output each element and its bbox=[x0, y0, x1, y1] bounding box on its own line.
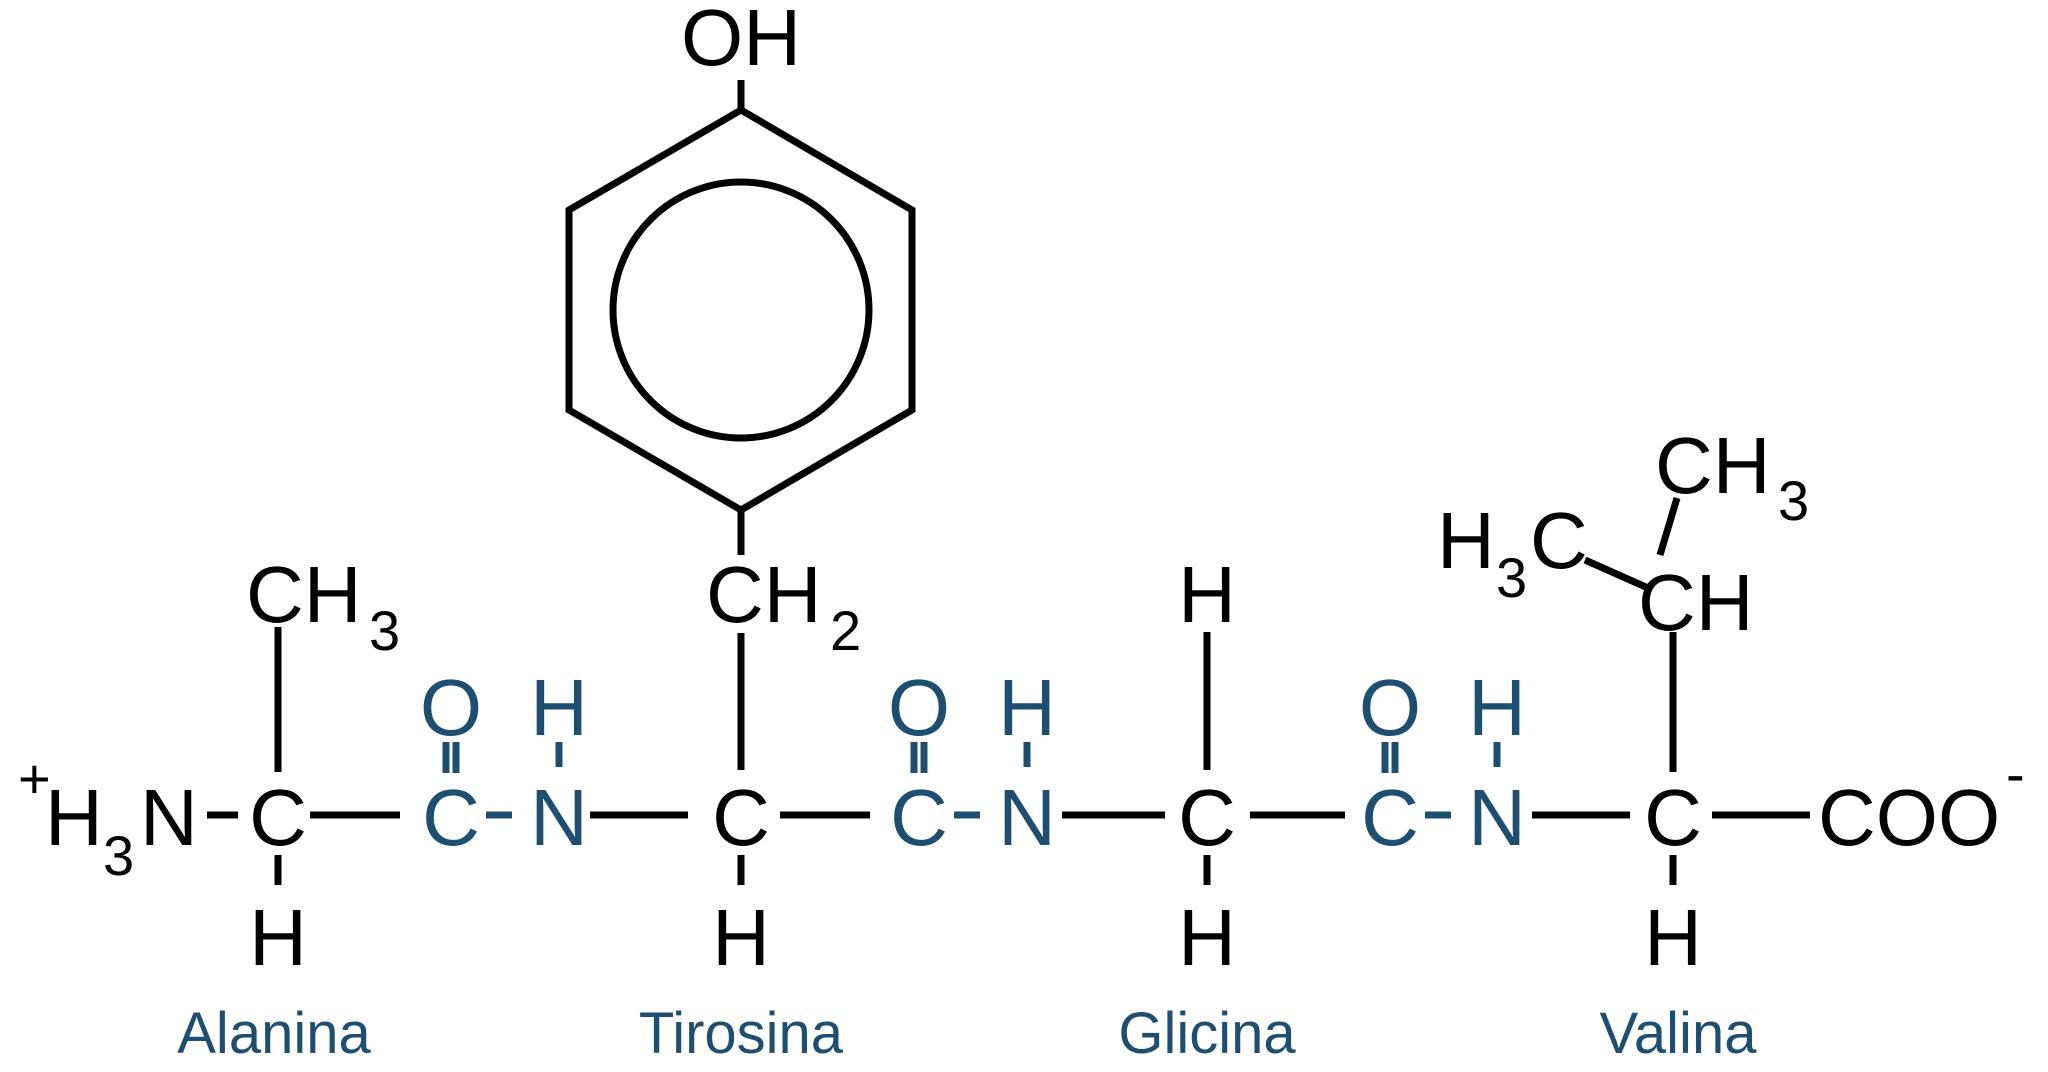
tyr-ch2-ch: CH bbox=[706, 550, 822, 639]
benzene-ring-hexagon bbox=[565, 105, 916, 515]
val-ch3-top-subscript: 3 bbox=[1778, 469, 1809, 532]
residue-label-tirosina: Tirosina bbox=[639, 1001, 844, 1066]
peptide3-n: N bbox=[1468, 773, 1526, 862]
residue-label-glicina: Glicina bbox=[1118, 1001, 1296, 1066]
gly-h-top: H bbox=[1178, 550, 1236, 639]
val-ch: CH bbox=[1638, 558, 1754, 647]
val-h3c-h: H bbox=[1437, 496, 1495, 585]
ala-ch3-ch: CH bbox=[246, 550, 362, 639]
n-term-plus-charge: + bbox=[18, 747, 51, 810]
peptide2-c: C bbox=[890, 773, 948, 862]
tyr-ch2-subscript: 2 bbox=[830, 599, 861, 662]
n-term-n: N bbox=[140, 773, 198, 862]
gly-h-bottom: H bbox=[1178, 893, 1236, 982]
gly-calpha: C bbox=[1178, 773, 1236, 862]
bonds bbox=[207, 80, 1810, 885]
peptide3-h: H bbox=[1468, 663, 1526, 752]
peptide1-n: N bbox=[530, 773, 588, 862]
tyr-calpha: C bbox=[712, 773, 770, 862]
c-term-minus-charge: - bbox=[2006, 742, 2025, 805]
peptide1-c: C bbox=[422, 773, 480, 862]
peptide1-o: O bbox=[420, 663, 482, 752]
c-term-coo: COO bbox=[1818, 773, 2000, 862]
residue-labels: Alanina Tirosina Glicina Valina bbox=[177, 1001, 1757, 1066]
bond-ch-ch3-val bbox=[1656, 496, 1681, 557]
peptide-atom-labels: O C H N O C H N O C H N bbox=[420, 663, 1526, 862]
hydroxyl-oh: OH bbox=[681, 0, 801, 82]
peptide2-h: H bbox=[998, 663, 1056, 752]
peptide3-o: O bbox=[1359, 663, 1421, 752]
n-term-h: H bbox=[45, 773, 103, 862]
bond-h3c-ch-val bbox=[1583, 556, 1650, 592]
n-term-h-subscript: 3 bbox=[103, 824, 134, 887]
tyr-h: H bbox=[712, 893, 770, 982]
benzene-ring-aromatic-circle bbox=[609, 178, 873, 442]
ala-calpha: C bbox=[249, 773, 307, 862]
residue-label-valina: Valina bbox=[1600, 1001, 1758, 1066]
val-h: H bbox=[1644, 893, 1702, 982]
val-h3c-c: C bbox=[1530, 496, 1588, 585]
peptide2-n: N bbox=[998, 773, 1056, 862]
val-h3c-subscript: 3 bbox=[1496, 546, 1527, 609]
peptide-bonds bbox=[442, 742, 1501, 819]
val-calpha: C bbox=[1644, 773, 1702, 862]
ala-h: H bbox=[249, 893, 307, 982]
atom-labels: OH + H 3 N CH 3 C H CH 2 C H H C H CH 3 … bbox=[18, 0, 2025, 982]
residue-label-alanina: Alanina bbox=[177, 1001, 371, 1066]
peptide1-h: H bbox=[530, 663, 588, 752]
val-ch3-top-ch: CH bbox=[1655, 421, 1771, 510]
peptide2-o: O bbox=[888, 663, 950, 752]
ala-ch3-subscript: 3 bbox=[369, 599, 400, 662]
peptide3-c: C bbox=[1361, 773, 1419, 862]
